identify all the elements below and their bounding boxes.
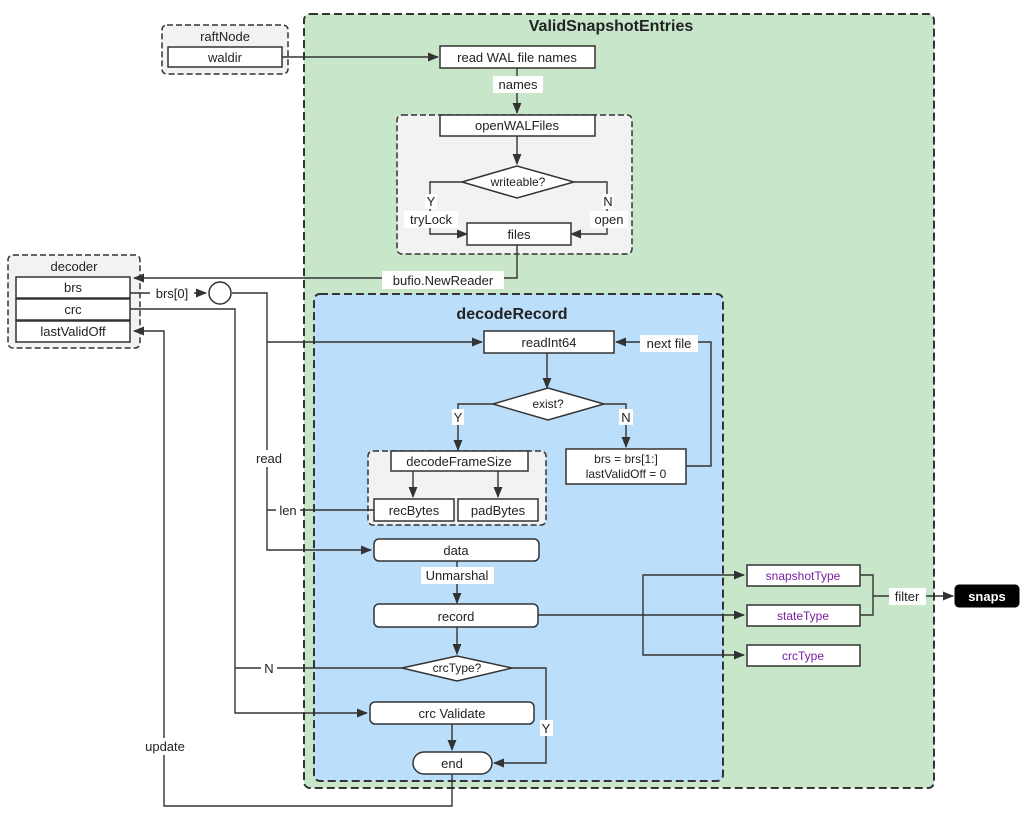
len-edge-label: len [279, 503, 296, 518]
trylock-label-bg [404, 211, 458, 228]
reset-node [565, 448, 687, 485]
reset-line2: lastValidOff = 0 [586, 467, 667, 481]
brs0-junction [208, 281, 232, 305]
waldir-label: waldir [207, 50, 243, 65]
open-wal-files-label: openWALFiles [475, 118, 560, 133]
len-label-bg [276, 503, 300, 519]
valid-snapshot-entries-title: ValidSnapshotEntries [529, 18, 694, 35]
brs0-label-bg [150, 285, 194, 302]
decoder-field-lastvalidoff [15, 320, 131, 343]
edge-crc-validate [130, 308, 369, 718]
snaps-label: snaps [968, 589, 1006, 604]
state-type-label: stateType [777, 609, 829, 623]
decoder-field-brs [15, 276, 131, 299]
next-file-label-bg [640, 335, 698, 352]
edge-bufio-reader [132, 245, 518, 283]
pad-bytes-node [457, 498, 539, 522]
reset-line1: brs = brs[1:] [594, 452, 658, 466]
exist-y-label-bg [452, 409, 464, 425]
open-wal-files-node [439, 114, 596, 137]
snaps-node [954, 584, 1020, 608]
edge-record-snapshot [642, 570, 746, 615]
edge-filter-bracket [860, 574, 874, 616]
brs0-edge-label: brs[0] [156, 286, 189, 301]
record-label: record [438, 609, 475, 624]
writeable-n-edge-label: N [603, 194, 612, 209]
exist-y-edge-label: Y [454, 410, 463, 425]
snapshot-type-node [746, 564, 861, 587]
read-int64-node [483, 330, 615, 354]
decode-record-title: decodeRecord [456, 306, 567, 323]
next-file-edge-label: next file [647, 336, 692, 351]
decoder-field-brs-label: brs [64, 280, 83, 295]
data-label: data [443, 543, 469, 558]
edge-update [132, 326, 453, 807]
data-node [373, 538, 540, 562]
crc-type-node [746, 644, 861, 667]
writeable-y-edge-label: Y [427, 194, 436, 209]
files-label: files [507, 227, 531, 242]
crc-type-decision [401, 655, 513, 682]
read-edge-label: read [256, 451, 282, 466]
decoder-field-crc-label: crc [64, 302, 82, 317]
filter-label-bg [889, 588, 926, 605]
crc-y-label-bg [540, 720, 553, 736]
edge-exist-y [453, 403, 493, 452]
names-label-bg [493, 76, 543, 93]
edge-exist-n [604, 403, 631, 449]
decode-frame-size-label: decodeFrameSize [406, 454, 512, 469]
writeable-label: writeable? [490, 175, 546, 189]
record-node [373, 603, 539, 628]
read-label-bg [252, 450, 286, 467]
pad-bytes-label: padBytes [471, 503, 526, 518]
crc-n-label-bg [261, 660, 277, 676]
end-node [412, 751, 493, 775]
update-edge-label: update [145, 739, 185, 754]
update-label-bg [139, 738, 191, 755]
rec-bytes-node [373, 498, 455, 522]
names-edge-label: names [498, 77, 538, 92]
crc-y-edge-label: Y [542, 721, 551, 736]
bufio-label-bg [382, 271, 504, 289]
edge-read-data [232, 292, 373, 555]
trylock-edge-label: tryLock [410, 212, 452, 227]
edge-label-boxes [139, 76, 926, 755]
open-edge-label: open [595, 212, 624, 227]
edge-record-crc [642, 615, 746, 660]
crc-type-decision-label: crcType? [433, 661, 482, 675]
exist-decision [490, 387, 607, 421]
open-label-bg [590, 211, 628, 228]
rec-bytes-label: recBytes [389, 503, 440, 518]
exist-n-label-bg [619, 409, 633, 425]
crc-type-label: crcType [782, 649, 824, 663]
read-wal-file-names-label: read WAL file names [457, 50, 577, 65]
exist-label: exist? [532, 397, 564, 411]
crc-validate-label: crc Validate [419, 706, 486, 721]
read-int64-label: readInt64 [522, 335, 577, 350]
end-label: end [441, 756, 463, 771]
files-node [466, 222, 572, 246]
exist-n-edge-label: N [621, 410, 630, 425]
unmarshal-label-bg [421, 567, 494, 584]
decode-frame-size-node [390, 450, 529, 472]
connector-lines [130, 52, 955, 807]
raftnode-title: raftNode [200, 29, 250, 44]
crc-validate-node [369, 701, 535, 725]
decoder-title: decoder [51, 259, 99, 274]
writeable-decision [459, 165, 577, 199]
n-label-bg [602, 194, 614, 209]
read-wal-file-names-node [439, 45, 596, 69]
unmarshal-edge-label: Unmarshal [426, 568, 489, 583]
y-label-bg [425, 194, 437, 209]
bufio-edge-label: bufio.NewReader [393, 273, 494, 288]
filter-edge-label: filter [895, 589, 920, 604]
crc-n-edge-label: N [264, 661, 273, 676]
decoder-field-lastvalidoff-label: lastValidOff [40, 324, 106, 339]
snapshot-type-label: snapshotType [766, 569, 841, 583]
state-type-node [746, 604, 861, 627]
edge-crctype-y [492, 667, 547, 768]
